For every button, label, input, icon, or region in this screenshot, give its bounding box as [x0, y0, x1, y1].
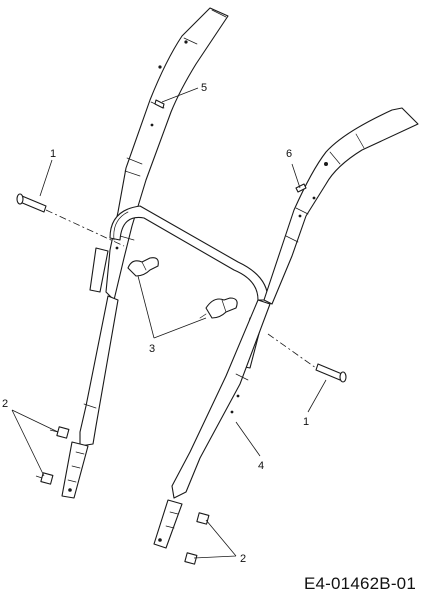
nut-left-lower: [35, 472, 54, 485]
right-upper-handle: [239, 107, 419, 369]
leader-2-left: [11, 409, 59, 477]
right-lower-handle: [153, 299, 271, 549]
callout-2-bottom: 2: [240, 553, 246, 565]
axis-line-right: [267, 333, 317, 369]
leader-4: [235, 421, 261, 457]
diagram-reference-code: E4-01462B-01: [303, 574, 416, 593]
leader-2-bottom: [193, 519, 237, 559]
leader-1-bottom: [307, 379, 327, 413]
callout-5: 5: [201, 82, 207, 94]
leader-3: [137, 275, 207, 339]
bolt-left: [16, 193, 47, 213]
leader-6: [291, 163, 301, 189]
nut-right-lower: [184, 552, 198, 565]
left-lower-handle: [61, 295, 119, 499]
knob-upper: [127, 257, 159, 277]
callout-2-left: 2: [2, 398, 8, 410]
left-upper-handle: [89, 7, 229, 301]
leader-5: [161, 87, 199, 103]
callout-1-bottom: 1: [303, 416, 309, 428]
callout-6: 6: [286, 148, 292, 160]
leader-1-top: [39, 159, 53, 197]
axis-line-left: [45, 209, 125, 247]
screw-item-5: [154, 99, 165, 109]
nut-right-upper: [196, 512, 210, 525]
bolt-right: [315, 363, 347, 383]
nut-left-upper: [49, 426, 70, 439]
callout-1-top: 1: [50, 148, 56, 160]
knob-lower: [199, 297, 238, 319]
screw-item-6: [295, 183, 307, 193]
callout-4: 4: [258, 460, 264, 472]
callout-3: 3: [149, 343, 155, 355]
